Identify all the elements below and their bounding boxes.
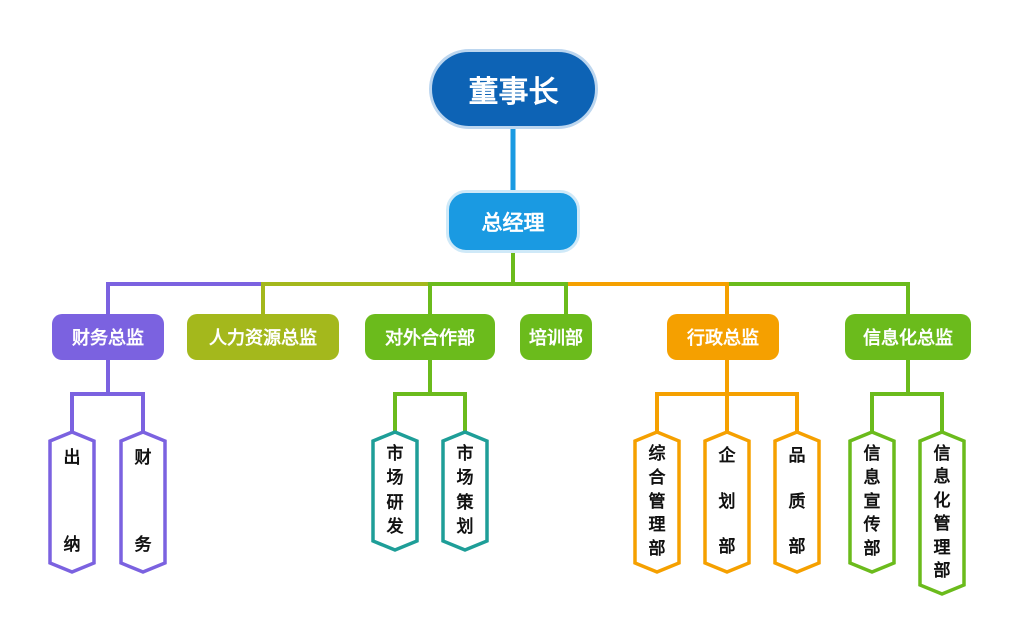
sub-unit-general-management-char: 理 — [648, 515, 666, 536]
sub-unit-quality-char: 品 — [788, 446, 806, 466]
sub-unit-info-publicity: 信息宣传部 — [858, 446, 886, 558]
sub-unit-general-management-shape — [633, 430, 681, 574]
sub-unit-market-planning-char: 划 — [456, 516, 474, 537]
sub-unit-planning: 企划部 — [713, 448, 741, 556]
sub-unit-market-research: 市场研发 — [381, 446, 409, 536]
sub-unit-cashier-char: 出 — [63, 448, 81, 468]
sub-unit-general-management-char: 管 — [648, 491, 666, 512]
sub-unit-planning-char: 企 — [718, 446, 736, 466]
department-hr-director: 人力资源总监 — [187, 314, 339, 360]
sub-unit-general-management: 综合管理部 — [643, 446, 671, 558]
sub-unit-it-management: 信息化管理部 — [928, 446, 956, 580]
sub-unit-finance: 财务 — [129, 450, 157, 554]
sub-unit-planning-shape — [703, 430, 751, 574]
department-external-cooperation: 对外合作部 — [365, 314, 495, 360]
sub-unit-finance-char: 务 — [134, 535, 152, 555]
sub-unit-general-management-char: 合 — [648, 467, 666, 488]
sub-unit-market-planning: 市场策划 — [451, 446, 479, 536]
sub-unit-info-publicity-char: 息 — [863, 467, 881, 488]
sub-unit-general-management-char: 部 — [648, 539, 666, 559]
sub-unit-info-publicity-char: 部 — [863, 539, 881, 559]
department-finance-director: 财务总监 — [52, 314, 164, 360]
sub-unit-it-management-char: 息 — [933, 467, 951, 488]
sub-unit-info-publicity-char: 宣 — [863, 491, 881, 512]
sub-unit-it-management-char: 信 — [933, 444, 951, 464]
sub-unit-market-planning-char: 市 — [456, 444, 474, 464]
sub-unit-quality: 品质部 — [783, 448, 811, 556]
sub-unit-cashier-shape — [48, 430, 96, 574]
sub-unit-info-publicity-char: 传 — [863, 515, 881, 536]
sub-unit-planning-char: 划 — [718, 491, 736, 512]
sub-unit-it-management-char: 部 — [933, 560, 951, 581]
sub-unit-cashier: 出纳 — [58, 450, 86, 554]
department-training: 培训部 — [520, 314, 592, 360]
sub-unit-quality-char: 部 — [788, 537, 806, 557]
sub-unit-it-management-char: 理 — [933, 537, 951, 558]
sub-unit-planning-char: 部 — [718, 537, 736, 557]
sub-unit-it-management-shape — [918, 430, 966, 596]
sub-unit-market-research-char: 市 — [386, 444, 404, 464]
sub-unit-info-publicity-shape — [848, 430, 896, 574]
department-admin-director: 行政总监 — [667, 314, 779, 360]
sub-unit-market-planning-shape — [441, 430, 489, 552]
sub-unit-market-research-char: 场 — [386, 468, 404, 489]
sub-unit-market-research-shape — [371, 430, 419, 552]
ceo-node: 董事长 — [429, 49, 598, 129]
sub-unit-market-planning-char: 场 — [456, 468, 474, 489]
sub-unit-it-management-char: 化 — [933, 490, 951, 511]
sub-unit-finance-shape — [119, 430, 167, 574]
sub-unit-general-management-char: 综 — [648, 444, 666, 464]
department-it-director: 信息化总监 — [845, 314, 971, 360]
sub-unit-finance-char: 财 — [134, 448, 152, 468]
sub-unit-info-publicity-char: 信 — [863, 444, 881, 464]
sub-unit-quality-shape — [773, 430, 821, 574]
sub-unit-market-research-char: 研 — [386, 492, 404, 513]
sub-unit-market-planning-char: 策 — [456, 492, 474, 513]
sub-unit-cashier-char: 纳 — [63, 535, 81, 555]
general-manager-node: 总经理 — [446, 190, 580, 253]
sub-unit-quality-char: 质 — [788, 491, 806, 512]
sub-unit-it-management-char: 管 — [933, 514, 951, 535]
sub-unit-market-research-char: 发 — [386, 516, 404, 537]
